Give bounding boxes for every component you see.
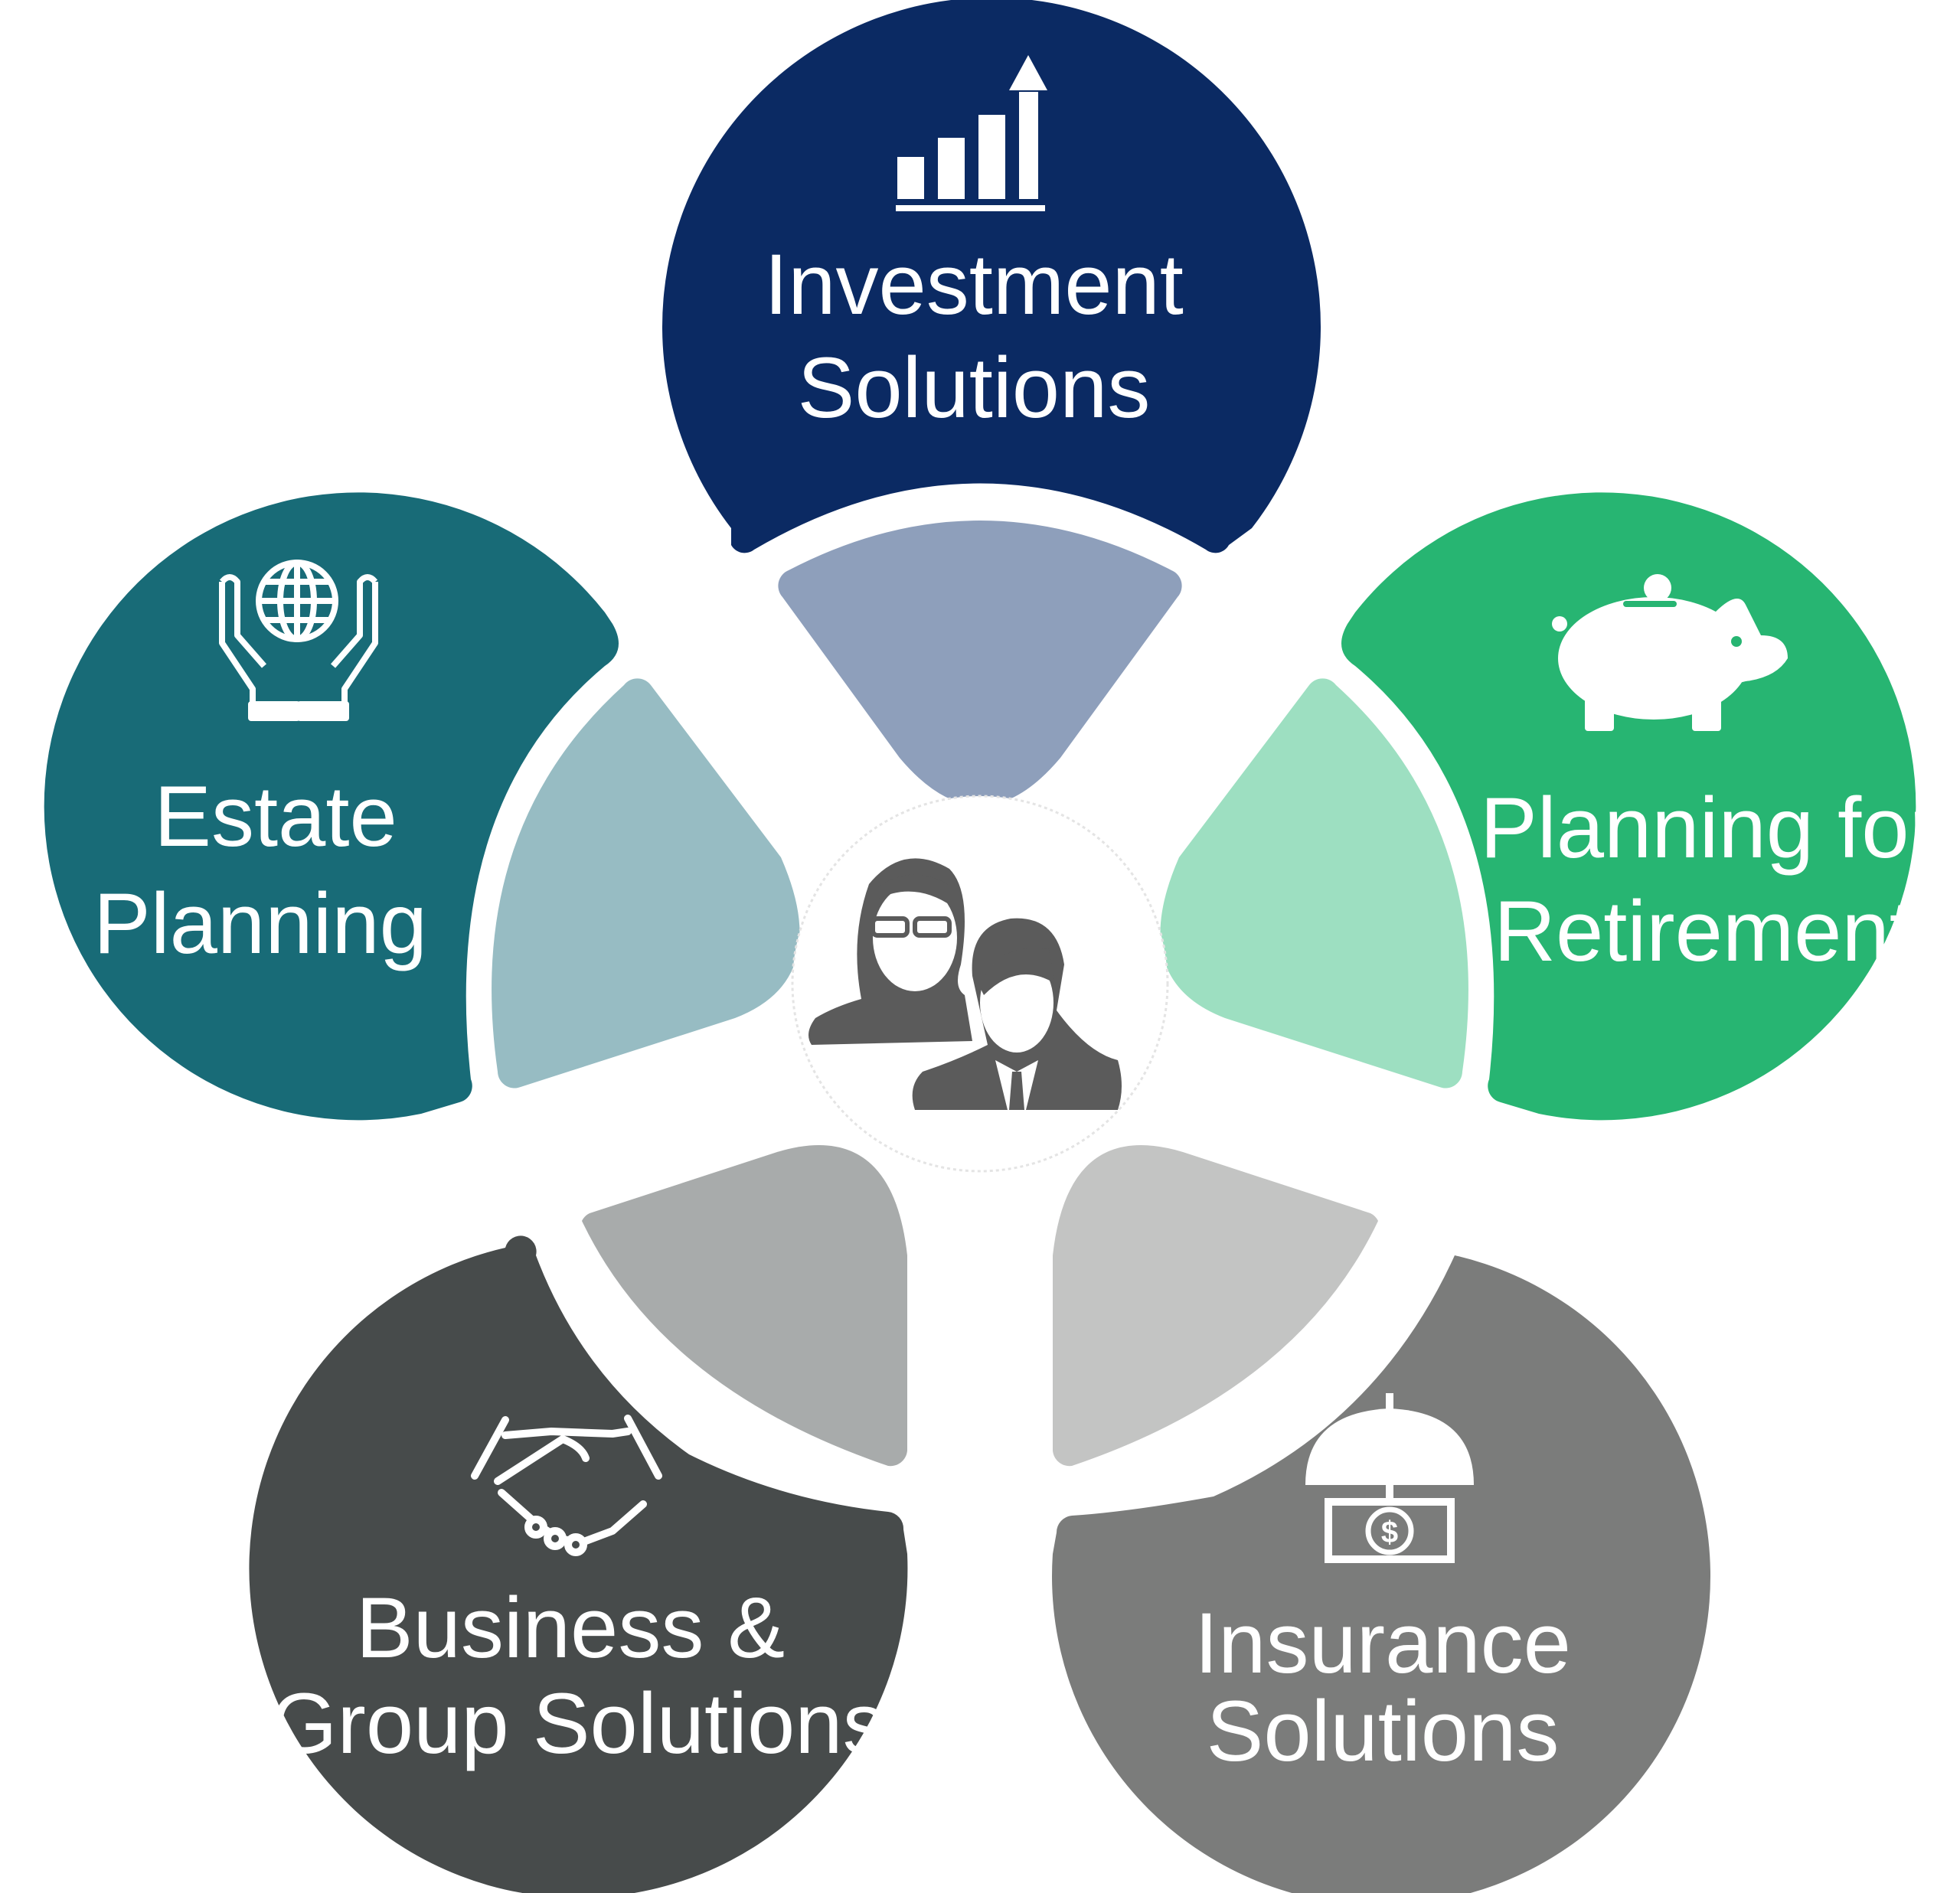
wedge-insurance bbox=[1053, 1145, 1378, 1467]
wedge-business bbox=[582, 1145, 907, 1467]
petal-estate-shape bbox=[44, 492, 619, 1121]
bar-chart-arrow-icon bbox=[896, 55, 1047, 211]
label-insurance-line2: Solutions bbox=[1207, 1683, 1560, 1779]
label-estate: Estate Planning bbox=[93, 769, 427, 971]
segment-business[interactable] bbox=[249, 1235, 908, 1893]
hands-globe-icon bbox=[219, 560, 378, 721]
business-people-icon bbox=[808, 858, 1122, 1110]
label-investment: Investment Solutions bbox=[764, 237, 1184, 436]
wedge-retirement bbox=[1160, 678, 1468, 1088]
label-retirement-line2: Retirement bbox=[1494, 883, 1913, 979]
svg-text:$: $ bbox=[1381, 1516, 1398, 1549]
petal-insurance-shape bbox=[1052, 1255, 1710, 1893]
label-investment-line2: Solutions bbox=[798, 340, 1151, 436]
label-retirement: Planning for Retirement bbox=[1480, 780, 1938, 979]
label-insurance-line1: Insurance bbox=[1194, 1595, 1571, 1691]
label-estate-line2: Planning bbox=[93, 876, 427, 971]
label-retirement-line1: Planning for bbox=[1480, 780, 1938, 876]
umbrella-money-icon: $ bbox=[1305, 1393, 1474, 1563]
label-investment-line1: Investment bbox=[764, 237, 1184, 332]
petal-business-shape bbox=[249, 1235, 908, 1893]
label-business-line2: Group Solutions bbox=[270, 1676, 885, 1771]
segment-insurance[interactable] bbox=[1052, 1255, 1710, 1893]
center-hub bbox=[791, 795, 1169, 1173]
label-business: Business & Group Solutions bbox=[270, 1580, 885, 1771]
petal-investment-shape bbox=[662, 0, 1321, 553]
label-business-line1: Business & bbox=[356, 1580, 785, 1676]
segment-estate[interactable] bbox=[44, 492, 619, 1121]
handshake-icon bbox=[471, 1415, 662, 1556]
label-estate-line1: Estate bbox=[154, 769, 397, 864]
wedge-investment bbox=[778, 521, 1182, 806]
piggy-bank-icon bbox=[1552, 574, 1788, 731]
segment-investment[interactable] bbox=[662, 0, 1321, 553]
wedge-estate bbox=[492, 678, 800, 1088]
label-insurance: Insurance Solutions bbox=[1194, 1595, 1571, 1779]
